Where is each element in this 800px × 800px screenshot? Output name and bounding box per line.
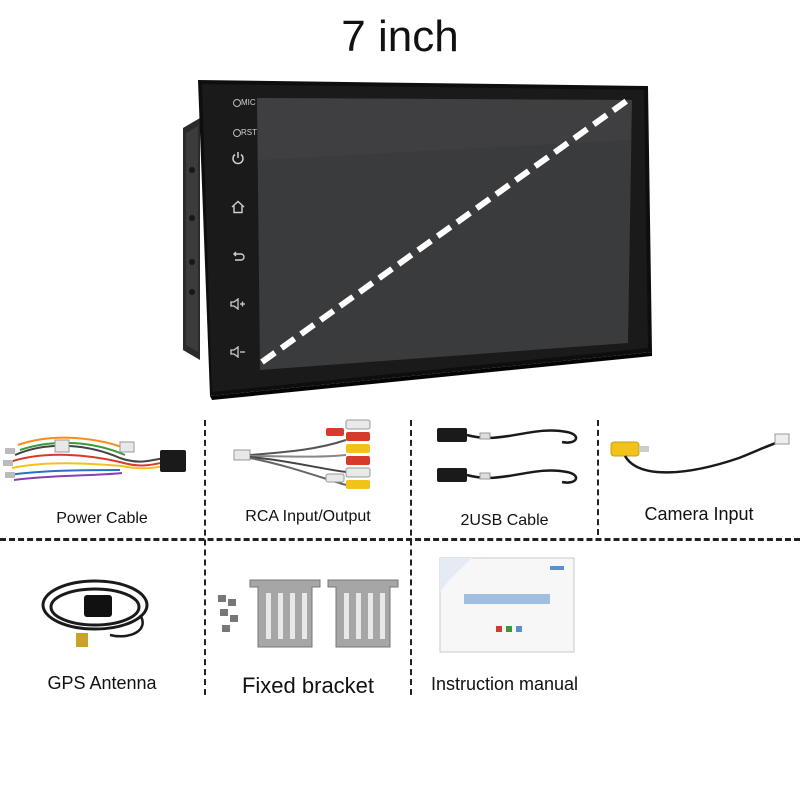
power-cable-label: Power Cable [56,510,148,527]
accessory-camera-cable: Camera Input [599,420,799,538]
usb-cable-label: 2USB Cable [460,512,549,529]
grid-divider-vertical-1 [204,420,206,695]
home-icon [231,200,245,214]
bracket-icon [218,579,399,648]
accessory-fixed-bracket: Fixed bracket [206,575,410,698]
usb-cable-icon [437,428,578,484]
instruction-manual-label: Instruction manual [430,674,579,694]
head-unit-device: MIC RST [183,80,652,400]
grid-divider-vertical-3 [597,420,599,535]
accessory-usb-cable: 2USB Cable [412,420,597,538]
mic-hole [233,99,241,107]
back-icon [233,251,245,261]
page-title: 7 inch [341,12,459,61]
gps-antenna-label: GPS Antenna [47,673,157,693]
grid-divider-vertical-2 [410,420,412,695]
reset-label: RST [241,128,257,137]
power-cable-icon [3,436,186,481]
mic-label: MIC [241,98,256,107]
accessory-gps-antenna: GPS Antenna [0,575,204,695]
volume-down-icon [230,345,245,359]
camera-cable-label: Camera Input [644,504,754,524]
accessory-power-cable: Power Cable [0,420,204,538]
manual-icon [439,557,575,653]
fixed-bracket-label: Fixed bracket [241,673,375,698]
gps-antenna-icon [41,579,149,647]
rca-cable-icon [233,419,371,489]
accessory-rca-cable: RCA Input/Output [206,410,410,538]
camera-cable-icon [610,433,790,474]
grid-divider-horizontal [0,538,800,541]
rca-cable-label: RCA Input/Output [245,508,371,525]
reset-hole [233,129,241,137]
volume-up-icon [230,297,245,311]
accessory-instruction-manual: Instruction manual [412,552,597,695]
power-icon [232,152,244,165]
